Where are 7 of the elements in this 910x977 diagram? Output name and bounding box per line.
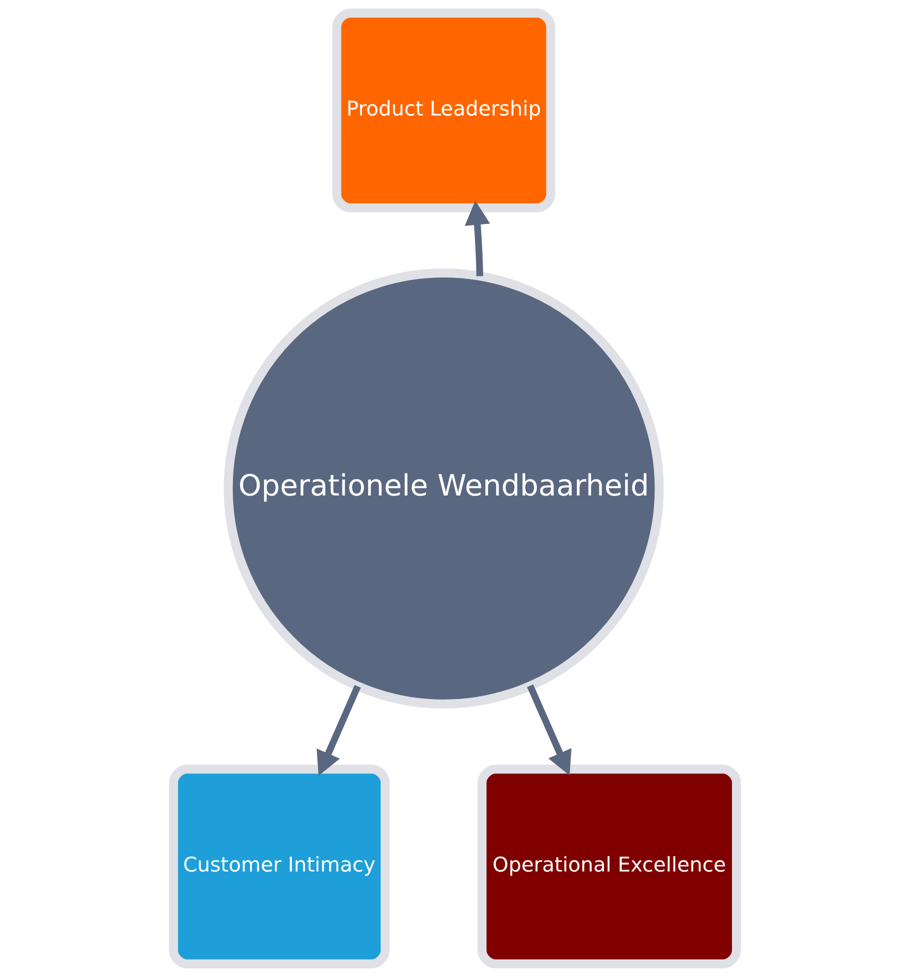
arrow (464, 200, 490, 276)
node-circle: Operationele Wendbaarheid (224, 268, 664, 709)
arrow (527, 684, 572, 776)
node-box: Customer Intimacy (169, 764, 390, 968)
node-box: Product Leadership (332, 8, 556, 212)
arrow (316, 684, 361, 776)
node-box: Operational Excellence (478, 764, 741, 968)
